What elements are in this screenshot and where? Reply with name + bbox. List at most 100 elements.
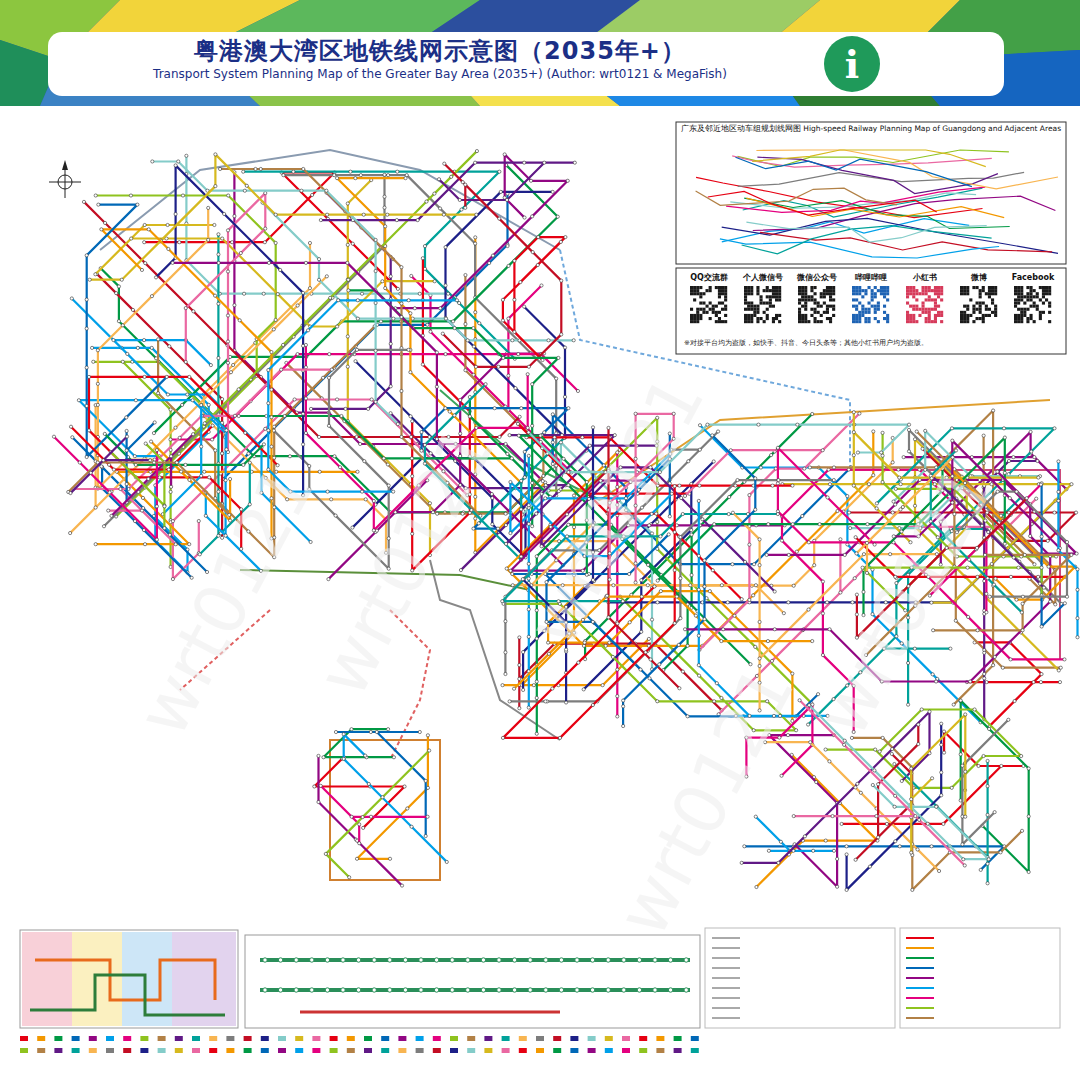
- station-dot: [809, 741, 812, 744]
- station-dot: [1029, 430, 1032, 433]
- station-dot: [296, 304, 299, 307]
- station-dot: [720, 584, 723, 587]
- station-dot: [428, 749, 431, 752]
- metro-line: [112, 434, 194, 516]
- station-dot: [748, 493, 751, 496]
- station-dot: [690, 533, 693, 536]
- station-dot: [468, 415, 471, 418]
- station-dot: [849, 526, 852, 529]
- station-dot: [125, 435, 128, 438]
- station-dot: [992, 409, 995, 412]
- station-dot: [590, 958, 594, 962]
- station-dot: [697, 664, 700, 667]
- station-dot: [924, 429, 927, 432]
- station-dot: [1058, 680, 1061, 683]
- station-dot: [273, 456, 276, 459]
- station-dot: [547, 339, 550, 342]
- station-dot: [1003, 436, 1006, 439]
- station-dot: [528, 988, 532, 992]
- station-dot: [856, 451, 859, 454]
- station-dot: [754, 815, 757, 818]
- station-dot: [924, 468, 927, 471]
- station-dot: [523, 476, 526, 479]
- station-dot: [94, 506, 97, 509]
- station-dot: [484, 383, 487, 386]
- station-dot: [464, 183, 467, 186]
- station-dot: [208, 476, 211, 479]
- station-dot: [608, 641, 611, 644]
- station-dot: [455, 299, 458, 302]
- station-dot: [264, 427, 267, 430]
- station-dot: [329, 296, 332, 299]
- station-dot: [918, 478, 921, 481]
- station-dot: [516, 422, 519, 425]
- station-dot: [658, 663, 661, 666]
- station-dot: [69, 425, 72, 428]
- station-dot: [1021, 595, 1024, 598]
- station-dot: [851, 601, 854, 604]
- station-dot: [894, 840, 897, 843]
- station-dot: [400, 435, 403, 438]
- station-dot: [821, 449, 824, 452]
- station-dot: [678, 687, 681, 690]
- station-dot: [999, 851, 1002, 854]
- station-dot: [549, 525, 552, 528]
- station-dot: [996, 470, 999, 473]
- station-dot: [559, 441, 562, 444]
- station-dot: [134, 463, 137, 466]
- station-dot: [640, 595, 643, 598]
- station-dot: [404, 177, 407, 180]
- station-dot: [523, 161, 526, 164]
- station-dot: [808, 466, 811, 469]
- station-dot: [520, 479, 523, 482]
- station-dot: [712, 460, 715, 463]
- station-dot: [214, 449, 217, 452]
- station-dot: [354, 360, 357, 363]
- station-dot: [891, 461, 894, 464]
- station-dot: [217, 490, 220, 493]
- station-dot: [1040, 625, 1043, 628]
- station-dot: [1057, 669, 1060, 672]
- station-dot: [821, 653, 824, 656]
- station-dot: [498, 217, 501, 220]
- station-dot: [163, 527, 166, 530]
- station-dot: [512, 958, 516, 962]
- station-dot: [644, 651, 647, 654]
- station-dot: [518, 707, 521, 710]
- station-dot: [228, 477, 231, 480]
- station-dot: [435, 385, 438, 388]
- station-dot: [418, 730, 421, 733]
- station-dot: [326, 213, 329, 216]
- station-dot: [843, 553, 846, 556]
- station-dot: [429, 330, 432, 333]
- station-dot: [150, 295, 153, 298]
- station-dot: [527, 635, 530, 638]
- station-dot: [893, 805, 896, 808]
- station-dot: [501, 684, 504, 687]
- station-dot: [400, 266, 403, 269]
- station-dot: [472, 527, 475, 530]
- station-dot: [1047, 565, 1050, 568]
- station-dot: [520, 555, 523, 558]
- station-dot: [811, 412, 814, 415]
- station-dot: [1000, 764, 1003, 767]
- station-dot: [754, 584, 757, 587]
- station-dot: [367, 782, 370, 785]
- station-dot: [410, 825, 413, 828]
- station-dot: [659, 535, 662, 538]
- station-dot: [992, 664, 995, 667]
- station-dot: [242, 170, 245, 173]
- metro-line: [446, 192, 566, 438]
- station-dot: [832, 466, 835, 469]
- station-dot: [527, 365, 530, 368]
- station-dot: [518, 415, 521, 418]
- station-dot: [178, 436, 181, 439]
- station-dot: [950, 427, 953, 430]
- metro-line: [163, 405, 227, 514]
- hsr-line: [736, 157, 972, 186]
- station-dot: [423, 244, 426, 247]
- station-dot: [155, 505, 158, 508]
- station-dot: [112, 468, 115, 471]
- station-dot: [283, 414, 286, 417]
- station-dot: [628, 621, 631, 624]
